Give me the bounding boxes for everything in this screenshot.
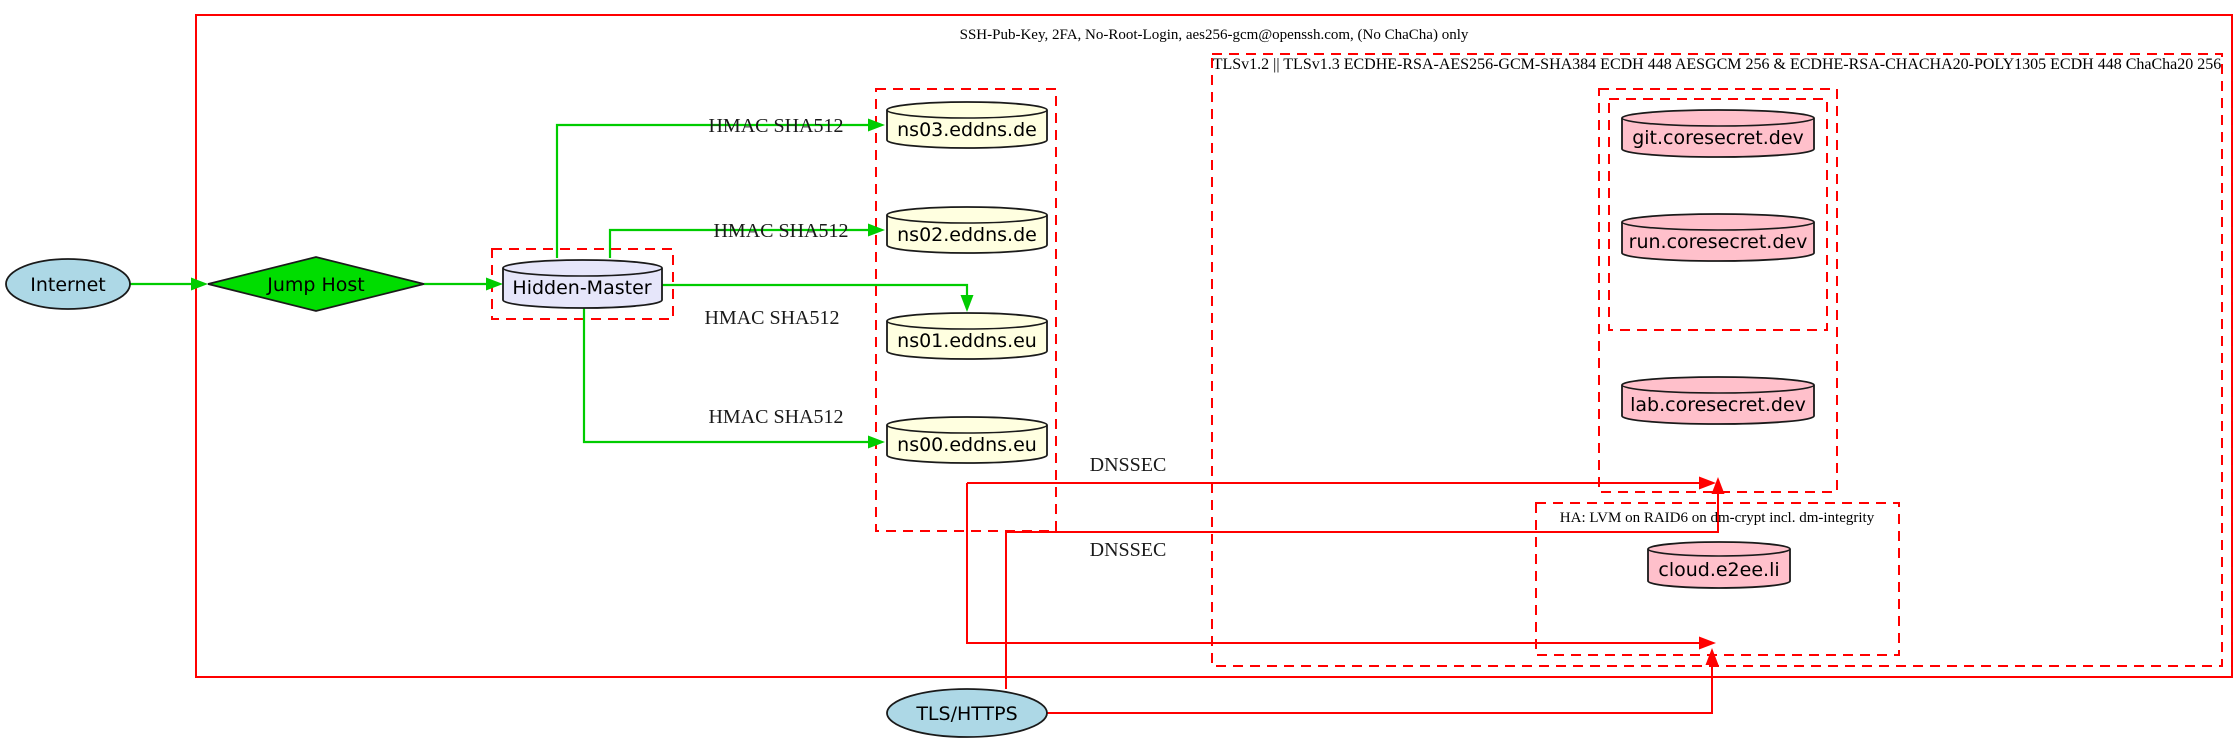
- hmac-label-ns02: HMAC SHA512: [713, 220, 848, 242]
- coresecret-cluster-boundary: [1598, 88, 1838, 493]
- ns00-label: ns00.eddns.eu: [897, 434, 1037, 456]
- ssh-perimeter-label: SSH-Pub-Key, 2FA, No-Root-Login, aes256-…: [960, 27, 1469, 43]
- hmac-label-ns01: HMAC SHA512: [704, 307, 839, 329]
- tls-zone-label: TLSv1.2 || TLSv1.3 ECDHE-RSA-AES256-GCM-…: [1213, 56, 2222, 73]
- lab-label: lab.coresecret.dev: [1630, 394, 1806, 416]
- ns02-label: ns02.eddns.de: [897, 224, 1037, 246]
- node-hidden-master: Hidden-Master: [502, 259, 663, 309]
- edge-hiddenmaster-ns03: [555, 118, 885, 258]
- node-lab: lab.coresecret.dev: [1621, 376, 1815, 425]
- arrowhead-right-icon: [1699, 636, 1716, 650]
- tls-https-label: TLS/HTTPS: [915, 703, 1017, 725]
- edge-internet-jumphost: [130, 277, 208, 291]
- ns01-label: ns01.eddns.eu: [897, 330, 1037, 352]
- ha-cluster-label: HA: LVM on RAID6 on dm-crypt incl. dm-in…: [1560, 510, 1875, 526]
- edge-jumphost-hiddenmaster: [424, 277, 503, 291]
- cloud-label: cloud.e2ee.li: [1658, 559, 1779, 581]
- ns-cluster-boundary: [875, 88, 1057, 532]
- edge-hiddenmaster-ns01: [661, 283, 974, 312]
- node-tls-https: TLS/HTTPS: [886, 688, 1048, 738]
- arrowhead-right-icon: [868, 435, 885, 449]
- git-label: git.coresecret.dev: [1632, 127, 1804, 149]
- dnssec-label-1: DNSSEC: [1090, 454, 1167, 476]
- arrowhead-up-icon: [1711, 477, 1725, 494]
- ssh-perimeter-boundary: [195, 14, 2233, 678]
- jump-host-label: Jump Host: [266, 274, 365, 296]
- arrowhead-right-icon: [1699, 476, 1716, 490]
- arrowhead-right-icon: [191, 277, 208, 291]
- node-run: run.coresecret.dev: [1621, 213, 1815, 262]
- edge-dnssec-coresecret: [967, 476, 1716, 490]
- edge-tlshttps-coresecret: [1005, 477, 1725, 689]
- node-cloud: cloud.e2ee.li: [1647, 541, 1791, 589]
- edge-dnssec-ha: [966, 483, 1716, 650]
- arrowhead-up-icon: [1705, 648, 1719, 665]
- edge-tlshttps-ha: [1047, 648, 1719, 714]
- internet-label: Internet: [30, 274, 105, 296]
- arrowhead-right-icon: [486, 277, 503, 291]
- node-ns03: ns03.eddns.de: [886, 101, 1048, 149]
- node-ns01: ns01.eddns.eu: [886, 312, 1048, 360]
- arrowhead-right-icon: [868, 223, 885, 237]
- node-internet: Internet: [5, 258, 131, 310]
- arrowhead-right-icon: [868, 118, 885, 132]
- tls-zone-boundary: [1211, 53, 2223, 667]
- dnssec-label-2: DNSSEC: [1090, 539, 1167, 561]
- run-label: run.coresecret.dev: [1629, 231, 1808, 253]
- hidden-master-label: Hidden-Master: [512, 277, 651, 299]
- gitrun-subcluster-boundary: [1608, 98, 1828, 331]
- edge-hiddenmaster-ns02: [608, 223, 885, 258]
- node-ns00: ns00.eddns.eu: [886, 416, 1048, 464]
- node-jump-host: Jump Host: [207, 256, 425, 312]
- arrowhead-down-icon: [960, 295, 974, 312]
- ns03-label: ns03.eddns.de: [897, 119, 1037, 141]
- node-ns02: ns02.eddns.de: [886, 206, 1048, 254]
- node-git: git.coresecret.dev: [1621, 109, 1815, 158]
- hmac-label-ns00: HMAC SHA512: [708, 406, 843, 428]
- hmac-label-ns03: HMAC SHA512: [708, 115, 843, 137]
- edge-hiddenmaster-ns00: [582, 306, 885, 449]
- ha-cluster-boundary: [1535, 502, 1900, 656]
